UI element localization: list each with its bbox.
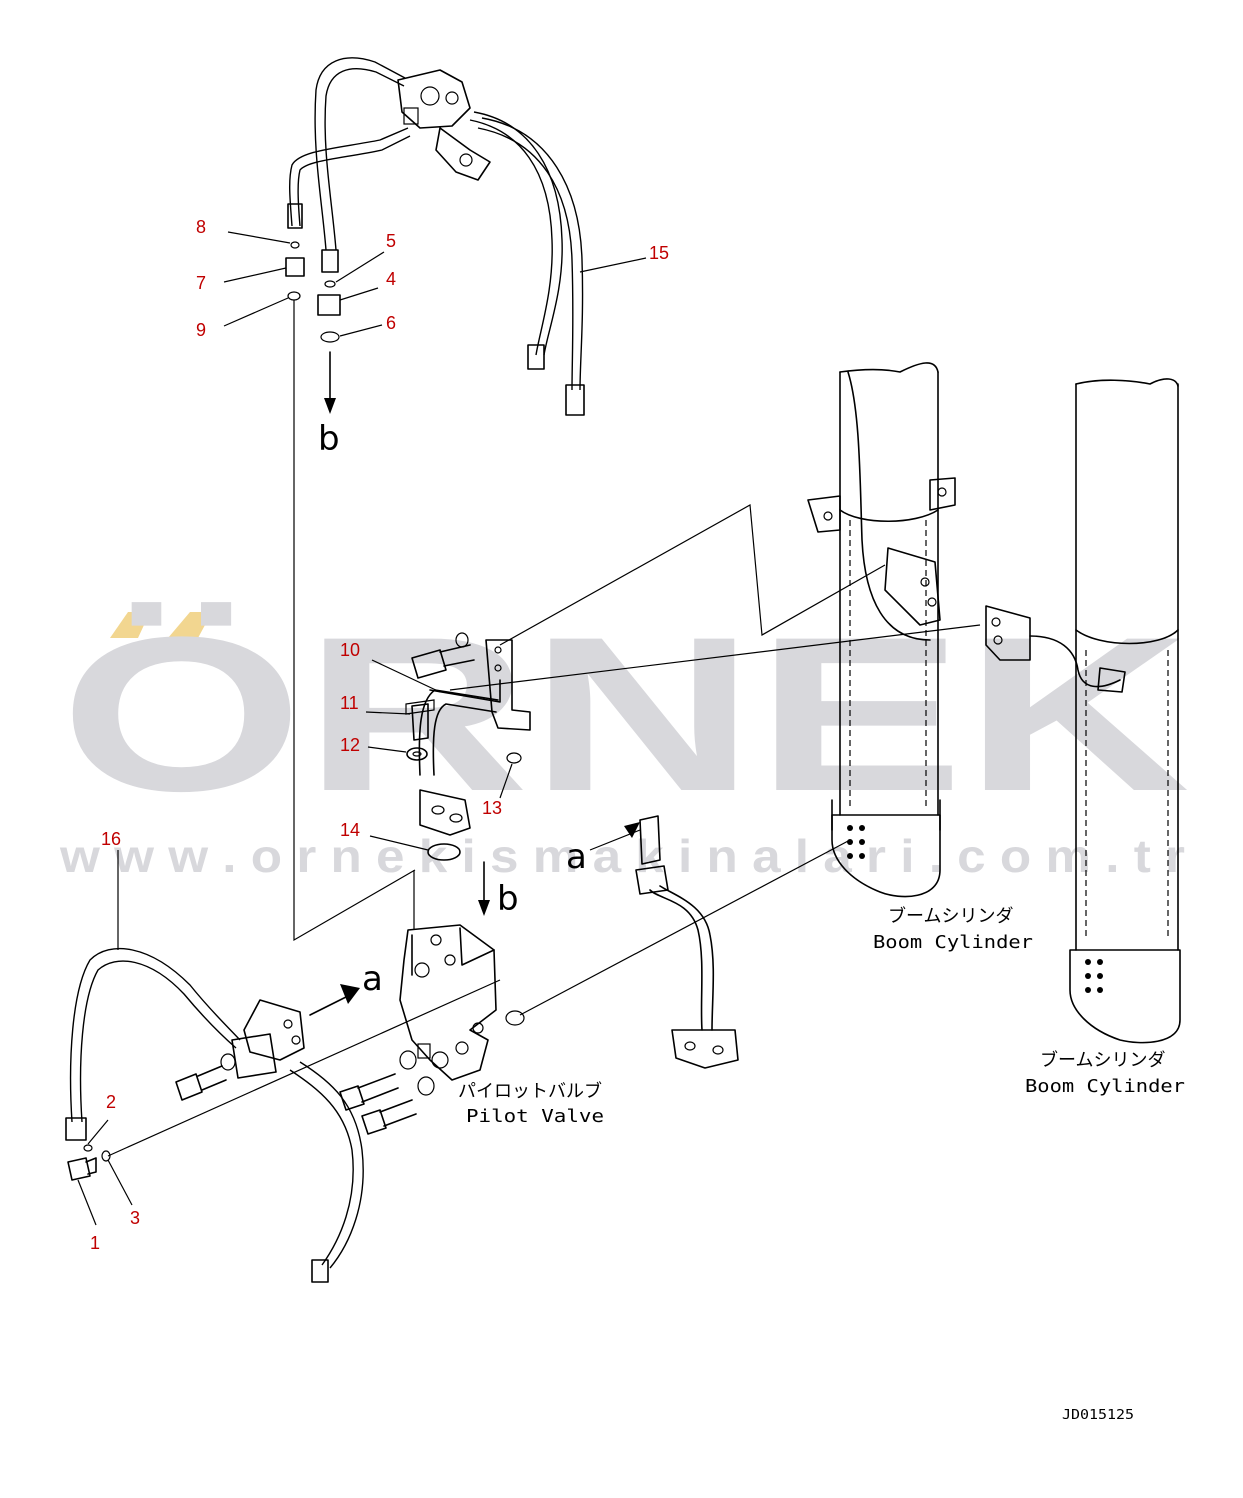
callout-3: 3 — [130, 1208, 140, 1228]
lower-left-assembly — [65, 948, 501, 1283]
o-ring-lower — [505, 1010, 525, 1026]
tube-10-assembly — [405, 632, 531, 916]
arrow-b-top-head — [324, 398, 336, 414]
callout-9: 9 — [196, 320, 206, 340]
watermark: ÖRNEK w w w . o r n e k i s m a k i n a … — [59, 591, 1190, 882]
o-ring-3 — [101, 1150, 111, 1162]
callout-13: 13 — [482, 798, 502, 818]
fitting-7 — [285, 257, 305, 277]
pilot-valve — [399, 870, 497, 1081]
boom-cylinder-left — [807, 362, 956, 898]
o-ring-9 — [287, 291, 301, 301]
leader-line-9 — [293, 300, 416, 942]
pilot-valve-en: Pilot Valve — [466, 1106, 604, 1127]
callout-4: 4 — [386, 269, 396, 289]
callout-numbers: 8 7 9 5 4 6 15 10 11 12 13 14 16 2 3 1 — [90, 217, 669, 1253]
o-ring-5 — [324, 280, 336, 288]
arrow-label-a-lower: a — [362, 959, 383, 999]
boom-cylinder-left-en: Boom Cylinder — [873, 932, 1033, 953]
boom-cylinder-left-jp: ブームシリンダ — [888, 905, 1013, 927]
top-hose-assembly — [287, 57, 585, 416]
reference-line-a — [449, 624, 981, 691]
boom-cylinder-right-jp: ブームシリンダ — [1040, 1049, 1165, 1071]
arrow-label-a-right: a — [566, 837, 587, 877]
top-fittings — [285, 241, 341, 414]
callout-1: 1 — [90, 1233, 100, 1253]
tube-right — [505, 815, 851, 1069]
arrow-a-lower-shaft — [309, 993, 353, 1016]
watermark-url: w w w . o r n e k i s m a k i n a l a r … — [59, 830, 1185, 882]
flange — [419, 789, 471, 836]
callout-8: 8 — [196, 217, 206, 237]
callout-16: 16 — [101, 829, 121, 849]
washer-12 — [406, 747, 428, 761]
watermark-accent-right — [168, 612, 212, 638]
callout-15: 15 — [649, 243, 669, 263]
arrow-label-b-mid: b — [497, 879, 519, 919]
bolt-11 — [411, 703, 429, 741]
o-ring-6 — [320, 331, 340, 343]
part-labels: ブームシリンダ Boom Cylinder ブームシリンダ Boom Cylin… — [458, 905, 1185, 1127]
drawing-id: JD015125 — [1062, 1408, 1134, 1423]
callout-10: 10 — [340, 640, 360, 660]
callout-14: 14 — [340, 820, 360, 840]
reference-line-upper — [499, 504, 886, 646]
reference-line-lower — [519, 839, 851, 1016]
callout-leaders — [77, 231, 647, 1226]
callout-7: 7 — [196, 273, 206, 293]
adapter-4 — [317, 294, 341, 316]
callout-6: 6 — [386, 313, 396, 333]
watermark-brand: ÖRNEK — [60, 591, 1190, 837]
arrow-b-mid-head — [478, 900, 490, 916]
o-ring-8 — [290, 241, 300, 249]
elbow-fitting-1 — [67, 1157, 91, 1181]
pilot-valve-jp: パイロットバルブ — [458, 1080, 602, 1102]
o-ring-14 — [427, 843, 461, 861]
watermark-accent-left — [110, 612, 150, 638]
o-ring-2 — [83, 1144, 93, 1152]
arrow-label-b-top: b — [318, 419, 340, 459]
boom-cylinder-right-en: Boom Cylinder — [1025, 1076, 1185, 1097]
callout-5: 5 — [386, 231, 396, 251]
arrow-a-lower-head — [340, 984, 360, 1004]
callout-11: 11 — [340, 693, 359, 713]
o-ring-13 — [506, 752, 522, 764]
tube-clamp — [485, 639, 531, 731]
boom-cylinder-right — [985, 378, 1181, 1044]
callout-2: 2 — [106, 1092, 116, 1112]
callout-12: 12 — [340, 735, 360, 755]
